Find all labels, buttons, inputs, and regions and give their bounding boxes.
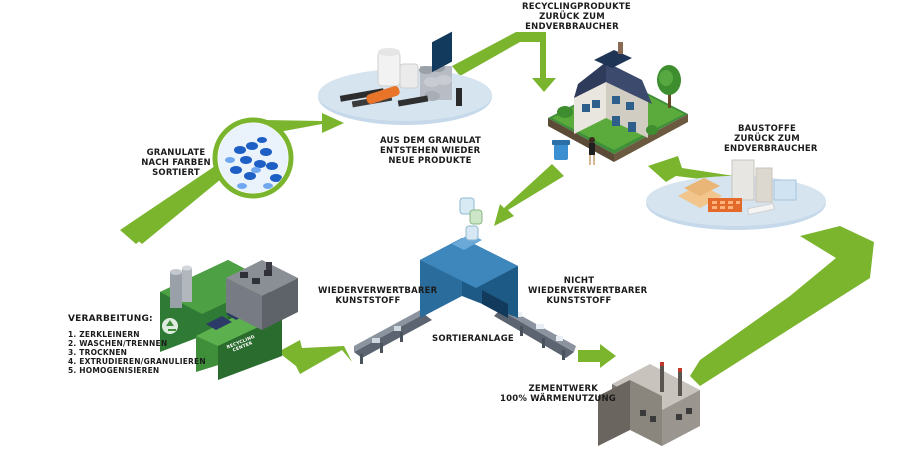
label-non-recyclable-plastic: NICHT WIEDERVERWERTBARER KUNSTSTOFF (528, 276, 648, 306)
label-recycling-products: RECYCLINGPRODUKTE ZURÜCK ZUM ENDVERBRAUC… (522, 2, 631, 32)
plastic-bags-icon (459, 197, 483, 241)
label-line: GRANULATE (146, 148, 206, 158)
label-line: WIEDERVERWERTBARER (528, 286, 648, 296)
arrow-disc-to-house (452, 32, 556, 92)
label-line: SORTIERT (152, 168, 200, 178)
processing-step: 4. EXTRUDIEREN/GRANULIEREN (68, 357, 206, 366)
arrow-granulate-to-disc (264, 113, 344, 134)
label-line: KUNSTSTOFF (335, 296, 401, 306)
label-line: AUS DEM GRANULAT (380, 136, 482, 146)
label-building-materials: BAUSTOFFE ZURÜCK ZUM ENDVERBRAUCHER (724, 124, 818, 154)
right-conveyor (494, 304, 576, 360)
blue-granules-icon (218, 123, 288, 193)
label-line: ZURÜCK ZUM (539, 12, 605, 22)
solar-panel-icon (594, 50, 632, 68)
label-new-products: AUS DEM GRANULAT ENTSTEHEN WIEDER NEUE P… (380, 136, 482, 166)
label-line: ZURÜCK ZUM (734, 134, 800, 144)
label-line: ENTSTEHEN WIEDER (380, 146, 481, 156)
processing-title: VERARBEITUNG: (68, 314, 153, 324)
silo-icon (170, 265, 192, 308)
label-line: KUNSTSTOFF (546, 296, 612, 306)
processing-step: 3. TROCKNEN (68, 348, 128, 357)
house-icon (574, 42, 652, 138)
label-recyclable-plastic: WIEDERVERWERTBARER KUNSTSTOFF (318, 286, 438, 306)
left-conveyor (354, 308, 432, 364)
label-line: NACH FARBEN (141, 158, 211, 168)
label-line: NEUE PRODUKTE (388, 156, 472, 166)
flow-arrows (120, 32, 874, 386)
building-materials-disc (646, 159, 826, 230)
label-cement-plant: ZEMENTWERK 100% WÄRMENUTZUNG (500, 384, 616, 404)
white-tank-icon (377, 51, 401, 87)
pipe-coils-icon (419, 64, 452, 101)
label-line: ENDVERBRAUCHER (724, 144, 818, 154)
recycling-bin-icon (552, 140, 570, 160)
chimney-icon (660, 362, 682, 396)
recycling-factory (160, 260, 298, 380)
label-line: 100% WÄRMENUTZUNG (500, 394, 616, 404)
sorter-door-left (432, 31, 452, 73)
factory-machinery (240, 262, 272, 284)
bricks-icon (708, 198, 742, 212)
label-line: ENDVERBRAUCHER (525, 22, 619, 32)
glass-panel-icon (773, 179, 797, 201)
processing-steps-list: VERARBEITUNG: 1. ZERKLEINERN 2. WASCHEN/… (68, 314, 206, 375)
tree-icon (657, 65, 681, 108)
label-line: WIEDERVERWERTBARER (318, 286, 438, 296)
person-icon (589, 137, 595, 165)
arrow-sorter-to-factory (278, 340, 352, 374)
orange-pipe-icon (366, 86, 400, 104)
recycle-symbol-icon (162, 318, 178, 334)
label-line: ZEMENTWERK (528, 384, 598, 394)
granulate-circle (212, 117, 294, 199)
sorting-plant (354, 31, 576, 364)
cement-plant (598, 362, 700, 446)
house-island (548, 42, 688, 165)
label-line: SORTIERANLAGE (432, 334, 514, 344)
label-line: NICHT (563, 276, 595, 286)
label-line: BAUSTOFFE (737, 124, 797, 134)
processing-step: 5. HOMOGENISIEREN (68, 366, 160, 375)
arrow-granulate-to-products (120, 162, 225, 244)
label-sorting-plant: SORTIERANLAGE (432, 334, 514, 344)
arrow-cement-to-building (690, 226, 874, 386)
arrow-sorter-to-cement (578, 344, 616, 368)
insulation-panels-icon (731, 159, 755, 201)
processing-step: 1. ZERKLEINERN (68, 330, 140, 339)
new-products-disc (318, 48, 492, 125)
label-line: RECYCLINGPRODUKTE (522, 2, 631, 12)
processing-step: 2. WASCHEN/TRENNEN (68, 339, 168, 348)
arrow-house-to-sorter (494, 164, 564, 226)
label-granulate: GRANULATE NACH FARBEN SORTIERT (140, 148, 212, 178)
